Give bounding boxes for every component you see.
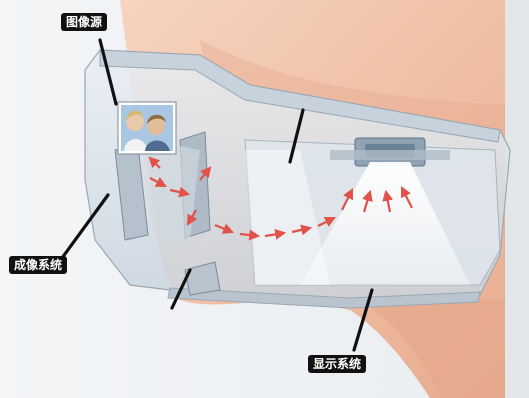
label-image-source: 图像源 [61,13,107,31]
label-imaging-system: 成像系统 [9,256,67,274]
edge-panel [505,0,529,398]
label-display-system: 显示系统 [308,355,366,373]
image-source-photo [118,102,176,154]
